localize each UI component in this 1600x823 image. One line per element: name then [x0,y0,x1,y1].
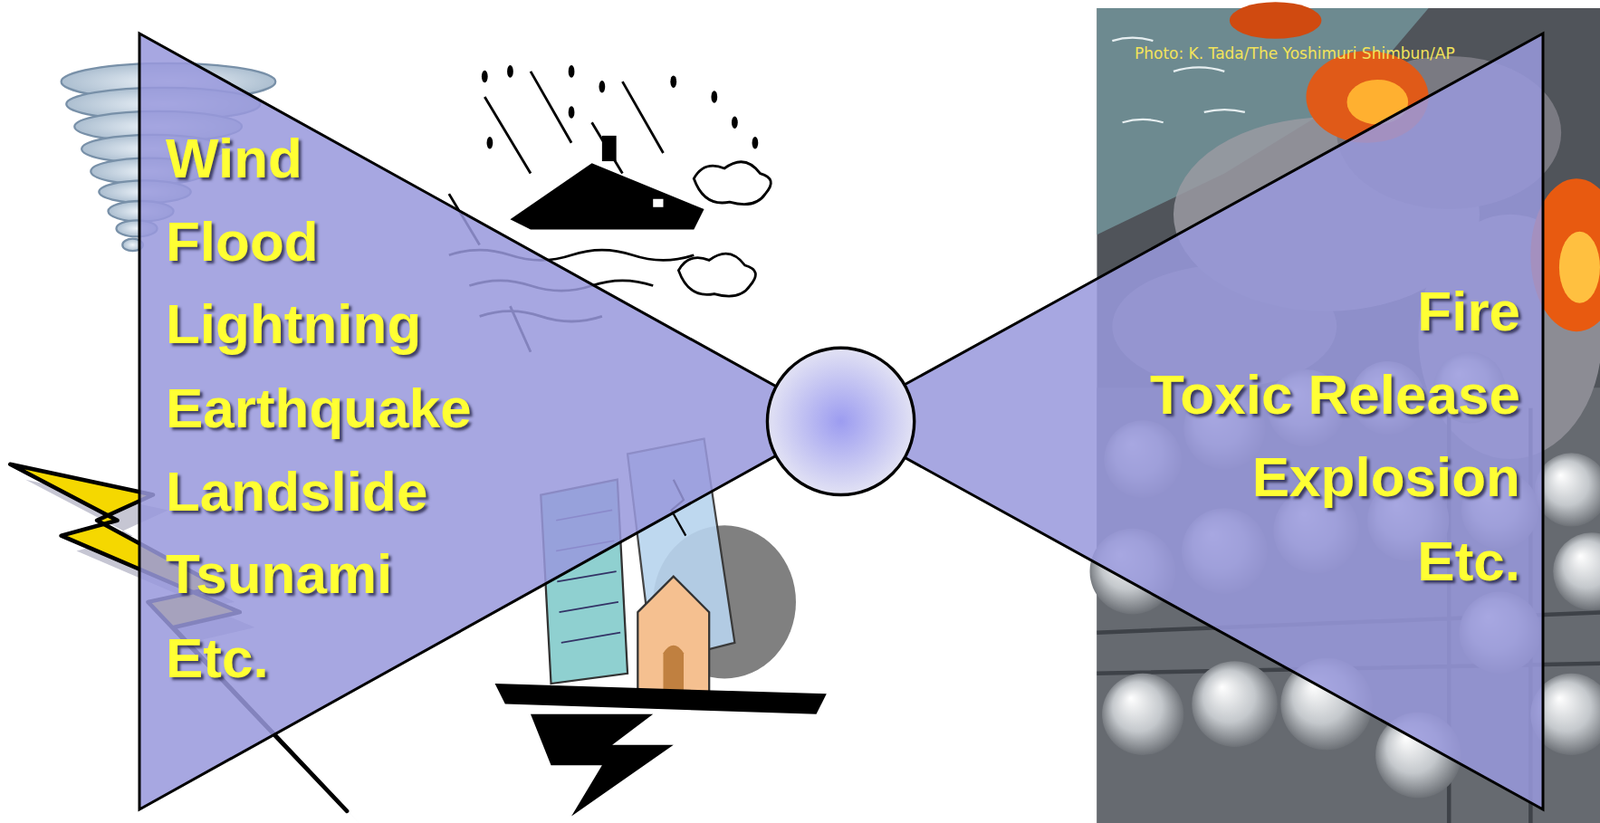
refinery-photo [1191,661,1278,748]
consequence-label: Explosion [1252,450,1521,505]
earthquake-icon [662,645,684,695]
flood-icon [507,65,514,78]
threat-label: Lightning [165,297,422,352]
triangle-shape [838,33,1543,810]
threat-label: Earthquake [165,381,472,436]
flood-icon [487,136,494,150]
threat-label: Flood [165,214,319,269]
triangle-shape [139,33,839,810]
consequence-label: Etc. [1417,534,1521,589]
consequence-label: Fire [1417,284,1521,339]
flood-icon [568,65,575,78]
refinery-photo [1559,231,1600,304]
earthquake-icon [637,576,709,695]
threat-label: Etc. [165,631,269,686]
flood-icon [481,70,489,84]
refinery-photo [1534,452,1600,527]
consequence-label: Toxic Release [1149,367,1521,422]
flood-icon [602,135,617,162]
flood-icon [678,253,756,297]
consequence-triangle: FireToxic ReleaseExplosionEtc. [838,33,1543,810]
earthquake-icon [495,683,827,715]
refinery-photo [1101,673,1184,756]
flood-icon [710,90,718,104]
flood-icon [598,80,605,94]
refinery-photo [1111,27,1296,123]
refinery-photo [1229,1,1322,39]
flood-icon [693,162,771,205]
flood-icon [481,65,758,230]
threat-label: Tsunami [165,546,393,602]
refinery-photo [1552,532,1600,611]
flood-icon [752,136,759,150]
flood-icon [509,162,704,230]
photo-credit: Photo: K. Tada/The Yoshimuri Shimbun/AP [1134,44,1456,63]
threat-triangle: WindFloodLightningEarthquakeLandslideTsu… [139,33,839,810]
flood-icon [568,105,575,119]
flood-icon [652,199,663,208]
flood-icon [731,115,738,129]
threat-label: Wind [165,131,303,186]
earthquake-icon [530,714,674,817]
flood-icon [670,75,677,88]
threat-label: Landslide [165,464,428,519]
illustration-layer [9,1,1600,823]
